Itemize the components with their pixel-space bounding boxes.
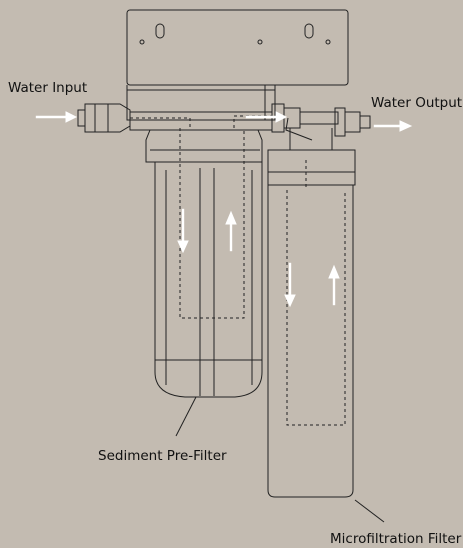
prefilter-up-arrow [225, 210, 237, 252]
water-input-label: Water Input [8, 80, 87, 96]
sediment-prefilter-label: Sediment Pre-Filter [98, 448, 227, 464]
inlet-fitting [77, 103, 131, 133]
microfilter-up-arrow [328, 264, 340, 306]
sediment-prefilter [129, 111, 273, 398]
water-output-label: Water Output [371, 95, 462, 111]
mounting-bracket [126, 9, 349, 121]
output-flow-arrow [373, 120, 413, 132]
prefilter-down-arrow [177, 208, 189, 254]
crossover-connector [271, 103, 339, 141]
input-flow-arrow [35, 111, 78, 123]
microfiltration-filter [267, 128, 356, 498]
microfilter-down-arrow [284, 262, 296, 308]
microfiltration-filter-label: Microfiltration Filter [330, 531, 462, 547]
head-flow-arrow [245, 111, 288, 123]
microfiltration-filter-leader [354, 499, 385, 523]
outlet-fitting [334, 107, 371, 137]
sediment-prefilter-leader [175, 396, 197, 437]
